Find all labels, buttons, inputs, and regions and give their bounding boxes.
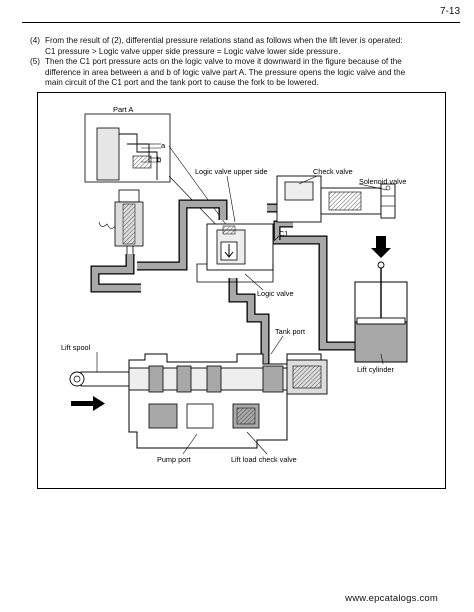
lift-cylinder	[354, 236, 408, 363]
label-lift-cylinder: Lift cylinder	[357, 365, 394, 374]
label-a: a	[161, 141, 166, 150]
main-valve-body	[69, 353, 328, 449]
label-lift-spool: Lift spool	[61, 343, 91, 352]
hydraulic-diagram-svg: Part A a b	[37, 92, 446, 489]
oil-passages	[90, 195, 355, 364]
label-solenoid-valve: Solenoid valve	[359, 177, 406, 186]
page-number: 7-13	[439, 6, 460, 17]
part-a-label: Part A	[113, 105, 133, 114]
watermark-text: www.epcatalogs.com	[345, 593, 438, 604]
label-tank-port: Tank port	[275, 327, 305, 336]
paragraph-line: difference in area between a and b of lo…	[45, 67, 406, 77]
paragraph-line: C1 pressure > Logic valve upper side pre…	[45, 46, 341, 56]
hydraulic-diagram: Part A a b	[37, 92, 446, 489]
check-and-solenoid-valve	[276, 175, 396, 223]
label-pump-port: Pump port	[157, 455, 191, 464]
header-rule	[22, 22, 460, 23]
part-a-inset	[84, 113, 171, 183]
logic-valve	[196, 223, 274, 283]
label-c1: C1	[279, 229, 288, 238]
label-lift-load-check-valve: Lift load check valve	[231, 455, 297, 464]
paragraph-line: main circuit of the C1 port and the tank…	[45, 78, 319, 88]
label-leaders	[96, 175, 388, 455]
part-a-leader	[168, 145, 228, 227]
paragraph-number: (5)	[30, 57, 41, 66]
relief-valve-assembly	[98, 189, 144, 254]
label-logic-valve-upper-side: Logic valve upper side	[195, 167, 268, 176]
paragraph-line: From the result of (2), differential pre…	[45, 36, 403, 45]
label-b: b	[157, 155, 161, 164]
figure-frame	[37, 92, 446, 489]
label-check-valve: Check valve	[313, 167, 353, 176]
paragraph-number: (4)	[30, 36, 41, 45]
label-logic-valve: Logic valve	[257, 289, 294, 298]
paragraph-line: Then the C1 port pressure acts on the lo…	[45, 57, 402, 66]
